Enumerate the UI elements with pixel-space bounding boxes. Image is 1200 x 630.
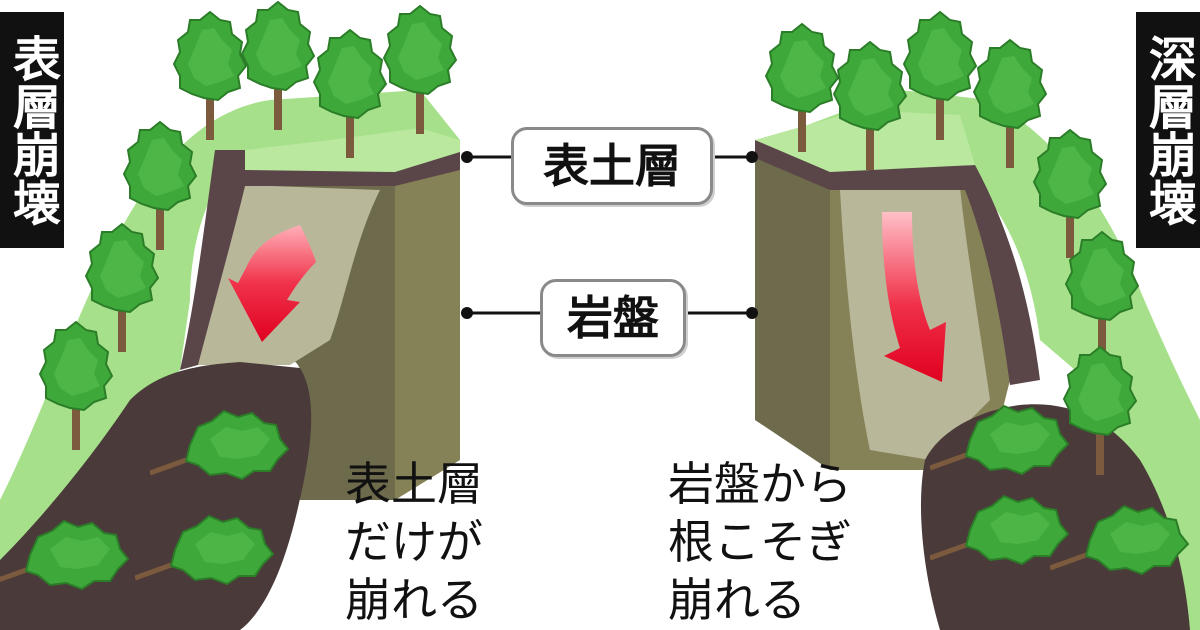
caption-line: 岩盤から [668, 457, 852, 511]
deep-landslide-caption: 岩盤から 根こそぎ 崩れる [668, 455, 852, 629]
surface-landslide-caption: 表土層 だけが 崩れる [345, 455, 483, 629]
right-bedrock-front [755, 155, 830, 470]
topsoil-leader-right-dot [746, 151, 758, 163]
right-topsoil-band [755, 140, 1040, 385]
left-slope-group [0, 1, 460, 630]
right-top-grass [755, 110, 975, 172]
topsoil-label: 表土層 [511, 127, 713, 205]
caption-line: 崩れる [345, 573, 483, 627]
left-topsoil-band [180, 150, 460, 370]
caption-line: 崩れる [668, 573, 806, 627]
right-slide-arrow [882, 212, 946, 382]
caption-line: だけが [345, 515, 483, 569]
surface-landslide-title: 表層崩壊 [0, 12, 64, 248]
caption-line: 根こそぎ [668, 515, 852, 569]
right-slope-group [755, 11, 1200, 630]
left-bedrock-side [395, 152, 460, 500]
right-grass-hill [755, 90, 1200, 630]
left-slide-arrow [228, 225, 316, 342]
bedrock-leader-right-dot [746, 307, 758, 319]
bedrock-leader-left-dot [461, 307, 473, 319]
caption-line: 表土層 [345, 457, 483, 511]
bedrock-label: 岩盤 [540, 279, 686, 357]
leader-lines [461, 151, 758, 319]
deep-landslide-title: 深層崩壊 [1136, 12, 1200, 248]
topsoil-leader-left-dot [461, 151, 473, 163]
